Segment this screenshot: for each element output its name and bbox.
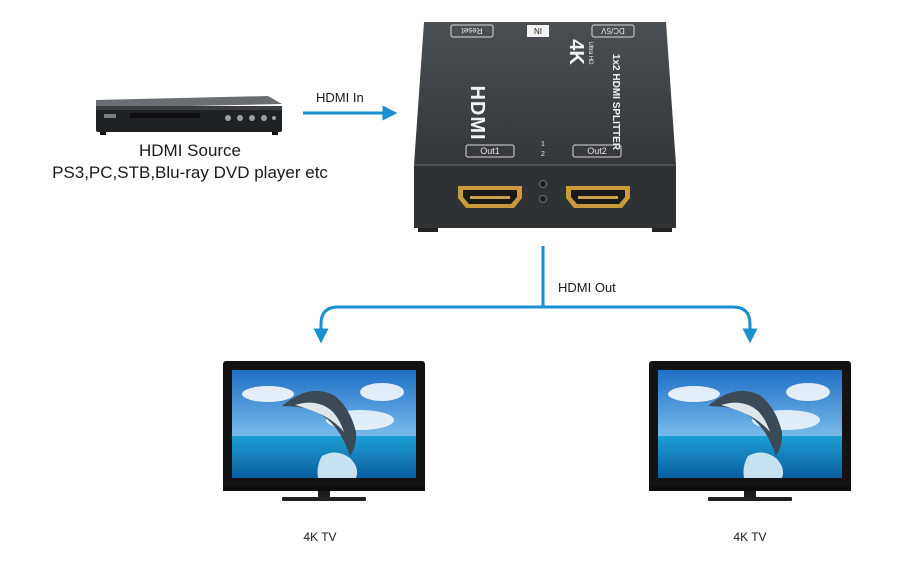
splitter-model-label: 1x2 HDMI SPLITTER [610, 54, 621, 151]
svg-text:Out2: Out2 [587, 146, 607, 156]
source-title: HDMI Source [138, 141, 242, 160]
out1-port-label: Out1 [465, 144, 515, 158]
tv-right-icon [649, 361, 851, 501]
tv-left-label: 4K TV [303, 530, 337, 544]
hdmi-in-label: HDMI In [316, 90, 364, 105]
svg-text:Out1: Out1 [480, 146, 500, 156]
tv-right-label: 4K TV [733, 530, 767, 544]
led-number-2: 2 [541, 151, 545, 158]
dvd-player-icon [96, 96, 282, 135]
hdmi-logo: HDMI [466, 85, 488, 140]
svg-text:Reset: Reset [461, 26, 483, 35]
badge-ultra-hd: Ultra HD [587, 41, 593, 65]
led-2-icon [539, 195, 547, 203]
reset-port-label: Reset [450, 24, 494, 38]
svg-text:DC/5V: DC/5V [601, 26, 625, 35]
tv-left-icon [223, 361, 425, 501]
badge-4k: 4K [565, 39, 587, 65]
hdmi-port-out1-icon [458, 186, 522, 208]
source-subtitle: PS3,PC,STB,Blu-ray DVD player etc [52, 163, 328, 182]
in-port-label: IN [527, 25, 549, 37]
hdmi-port-out2-icon [566, 186, 630, 208]
led-number-1: 1 [541, 141, 545, 148]
output-arrows [313, 246, 758, 344]
hdmi-splitter-device: Reset IN DC/5V 4K Ultra HD 1x2 HDMI SPLI… [414, 22, 676, 232]
dc-port-label: DC/5V [591, 24, 635, 38]
out2-port-label: Out2 [572, 144, 622, 158]
svg-text:IN: IN [534, 26, 542, 35]
led-1-icon [539, 180, 547, 188]
hdmi-out-label: HDMI Out [558, 280, 616, 295]
